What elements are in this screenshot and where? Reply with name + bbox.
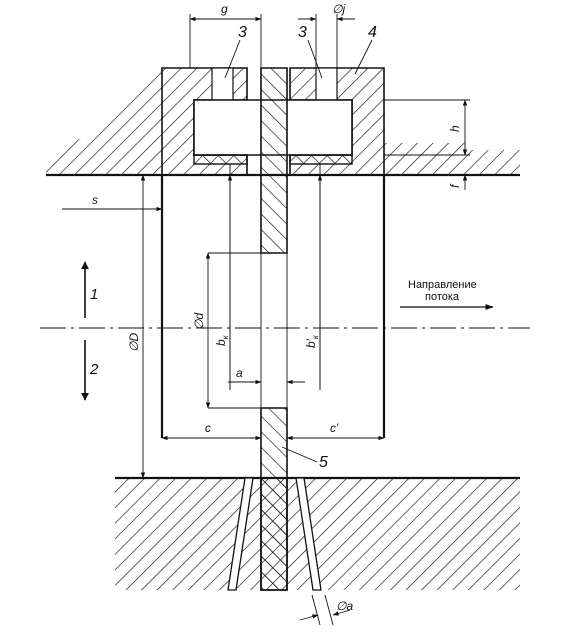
callout-5: 5 (319, 454, 328, 471)
label-bk-prime: b′к (304, 334, 320, 348)
label-d: ∅d (192, 313, 206, 330)
label-arrow-1: 1 (90, 286, 98, 303)
label-a-hole: ∅a (336, 599, 353, 613)
flow-label-line2: потока (425, 291, 460, 303)
flow-label-line1: Направление (408, 279, 477, 291)
dimension-lines (62, 14, 470, 626)
label-D: ∅D (127, 333, 141, 352)
callout-3-left: 3 (238, 24, 247, 41)
label-c: c (205, 421, 211, 435)
bottom-pipe-wall (115, 476, 520, 591)
label-f: f (448, 183, 462, 188)
label-j: ∅j (332, 2, 345, 16)
label-s: s (92, 193, 98, 207)
label-a-gap: a (236, 366, 243, 380)
callout-4: 4 (368, 24, 377, 41)
callout-3-right: 3 (298, 24, 307, 41)
label-h: h (448, 125, 462, 132)
label-bk: bк (214, 334, 230, 346)
label-g: g (221, 2, 228, 16)
label-c-prime: c′ (330, 421, 339, 435)
label-arrow-2: 2 (89, 361, 99, 378)
